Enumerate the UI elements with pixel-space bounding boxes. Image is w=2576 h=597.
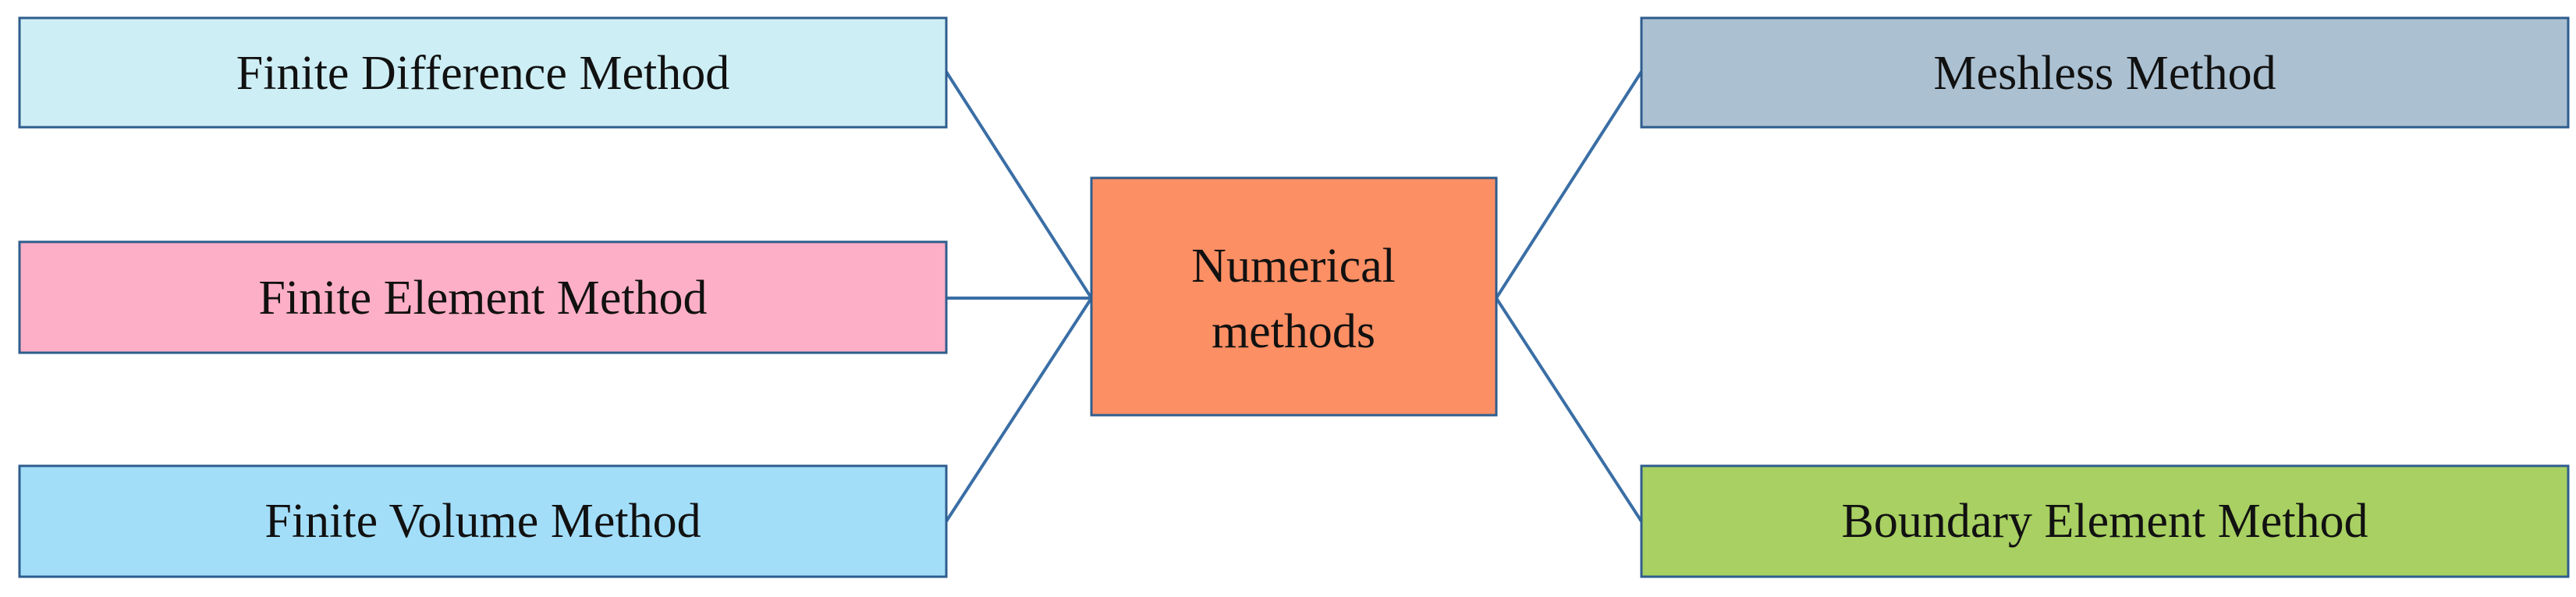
finite-volume-method-rect: [18, 464, 948, 578]
finite-volume-method-label: Finite Volume Method: [264, 495, 701, 548]
meshless-method-label: Meshless Method: [1933, 47, 2276, 100]
boundary-element-method-rect: [1640, 464, 2570, 578]
meshless-method-box: Meshless Method: [1640, 16, 2570, 129]
numerical-methods-rect: [1090, 176, 1498, 417]
numerical-methods-label-line2: methods: [1212, 305, 1375, 358]
numerical-methods-box: Numerical methods: [1090, 176, 1498, 417]
finite-difference-method-box: Finite Difference Method: [18, 16, 948, 129]
connector-finite-volume: [945, 297, 1093, 523]
finite-element-method-label: Finite Element Method: [258, 272, 707, 325]
finite-element-method-rect: [18, 240, 948, 354]
boundary-element-method-box: Boundary Element Method: [1640, 464, 2570, 578]
connector-meshless: [1495, 70, 1643, 300]
finite-difference-method-label: Finite Difference Method: [236, 47, 729, 100]
numerical-methods-label-line1: Numerical: [1191, 240, 1396, 293]
connector-finite-difference: [945, 70, 1093, 300]
finite-difference-method-rect: [18, 16, 948, 129]
connector-boundary-element: [1495, 297, 1643, 523]
meshless-method-rect: [1640, 16, 2570, 129]
finite-volume-method-box: Finite Volume Method: [18, 464, 948, 578]
finite-element-method-box: Finite Element Method: [18, 240, 948, 354]
boundary-element-method-label: Boundary Element Method: [1842, 495, 2368, 548]
